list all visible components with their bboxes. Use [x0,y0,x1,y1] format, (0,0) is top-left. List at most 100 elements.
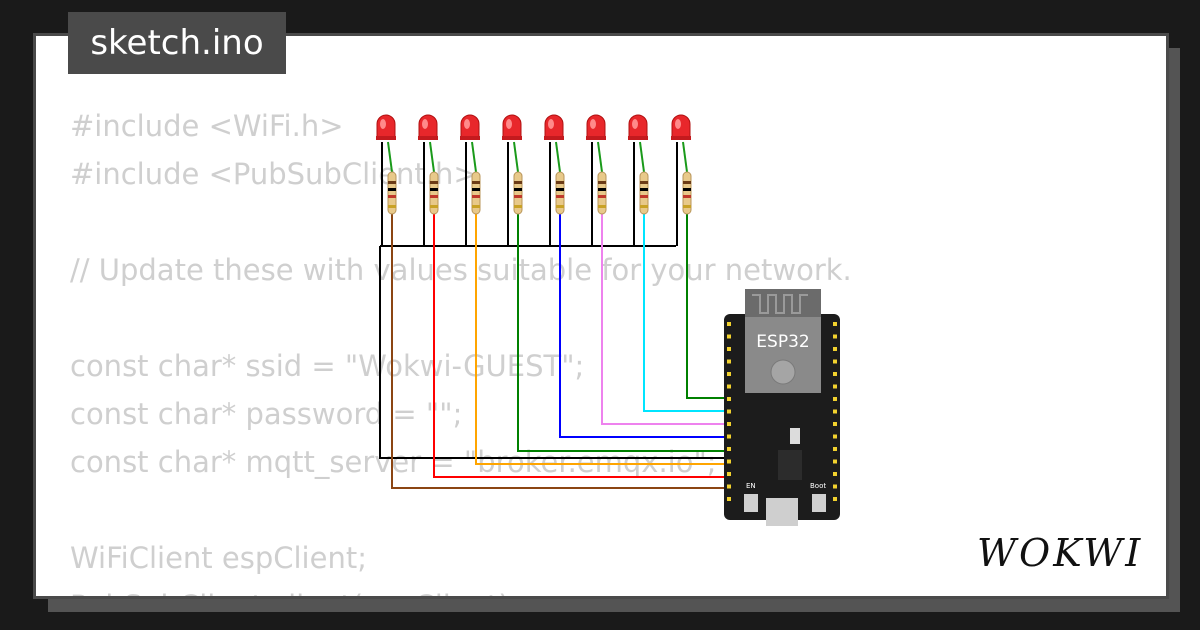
header-pin [833,472,837,476]
led[interactable] [502,114,522,140]
resistor-band [472,205,480,208]
led-highlight [422,119,428,129]
led-highlight [675,119,681,129]
antenna-trace [752,294,808,314]
led-body [460,114,480,139]
espressif-logo-icon [770,359,796,385]
signal-wire [475,214,726,465]
code-line: const char* ssid = "Wokwi-GUEST"; [70,349,585,383]
header-pin [833,334,837,339]
resistor[interactable] [597,171,607,215]
regulator [790,428,800,444]
led-anode-wire [555,141,561,173]
resistor-band [388,188,396,191]
code-line: // Update these with values suitable for… [70,253,852,287]
resistor[interactable] [555,171,565,215]
led-anode-wire [682,141,688,173]
led[interactable] [586,114,606,140]
resistor-band [556,188,564,191]
header-pin [833,497,837,501]
header-pins [727,322,837,501]
led-body [544,114,564,139]
led-highlight [464,119,470,129]
resistor[interactable] [639,171,649,215]
code-line: PubSubClient client(espClient); [70,582,852,596]
header-pin [727,459,731,464]
led-anode-wire [429,141,435,173]
led[interactable] [418,114,438,140]
resistor-band [430,195,438,198]
led-rim [671,136,691,140]
header-pin [727,359,731,364]
led[interactable] [628,114,648,140]
header-pin [833,434,837,439]
resistor[interactable] [387,171,397,215]
led[interactable] [376,114,396,140]
resistor[interactable] [429,171,439,215]
header-pin [833,372,837,376]
led-rim [544,136,564,140]
signal-wire [601,214,726,425]
header-pin [727,422,731,426]
resistor-band [556,181,564,184]
code-line: #include <WiFi.h> [70,109,344,143]
resistor-band [598,205,606,208]
header-pin [833,422,837,426]
led-body [671,114,691,139]
resistor-band [514,205,522,208]
led-highlight [590,119,596,129]
resistor-band [514,181,522,184]
led-body [628,114,648,139]
resistor-band [640,205,648,208]
resistor-band [683,195,691,198]
header-pin [833,384,837,389]
resistor[interactable] [513,171,523,215]
file-tab[interactable]: sketch.ino [68,12,286,74]
led-body [586,114,606,139]
led-highlight [506,119,512,129]
header-pin [727,472,731,476]
resistor-band [472,195,480,198]
resistor-band [640,181,648,184]
led[interactable] [460,114,480,140]
resistor-band [388,195,396,198]
resistor-band [598,195,606,198]
en-button[interactable] [744,494,758,512]
header-pin [833,459,837,464]
ground-wire [379,246,726,459]
resistor-band [514,195,522,198]
header-pin [727,397,731,401]
led-rim [502,136,522,140]
wokwi-logo: WOKWI [977,531,1143,575]
led-body [418,114,438,139]
resistor-band [514,188,522,191]
header-pin [833,322,837,326]
esp32-board[interactable]: ESP32 EN Boot [724,289,840,526]
led-body [376,114,396,139]
resistor-band [640,195,648,198]
resistor-band [640,188,648,191]
signal-wire [433,214,726,478]
led-anode-wire [471,141,477,173]
led-highlight [632,119,638,129]
header-pin [727,372,731,376]
led-rim [586,136,606,140]
board-label: ESP32 [756,332,809,352]
resistor-band [430,205,438,208]
resistor-band [683,205,691,208]
signal-wire [643,214,726,412]
led[interactable] [544,114,564,140]
resistor[interactable] [471,171,481,215]
usb-port-icon[interactable] [766,498,798,526]
resistor-band [598,188,606,191]
header-pin [727,447,731,451]
led-rim [376,136,396,140]
boot-button[interactable] [812,494,826,512]
file-tab-label: sketch.ino [90,23,264,63]
led-anode-wire [513,141,519,173]
led[interactable] [671,114,691,140]
header-pin [833,397,837,401]
header-pin [833,484,837,489]
resistor[interactable] [682,171,692,215]
